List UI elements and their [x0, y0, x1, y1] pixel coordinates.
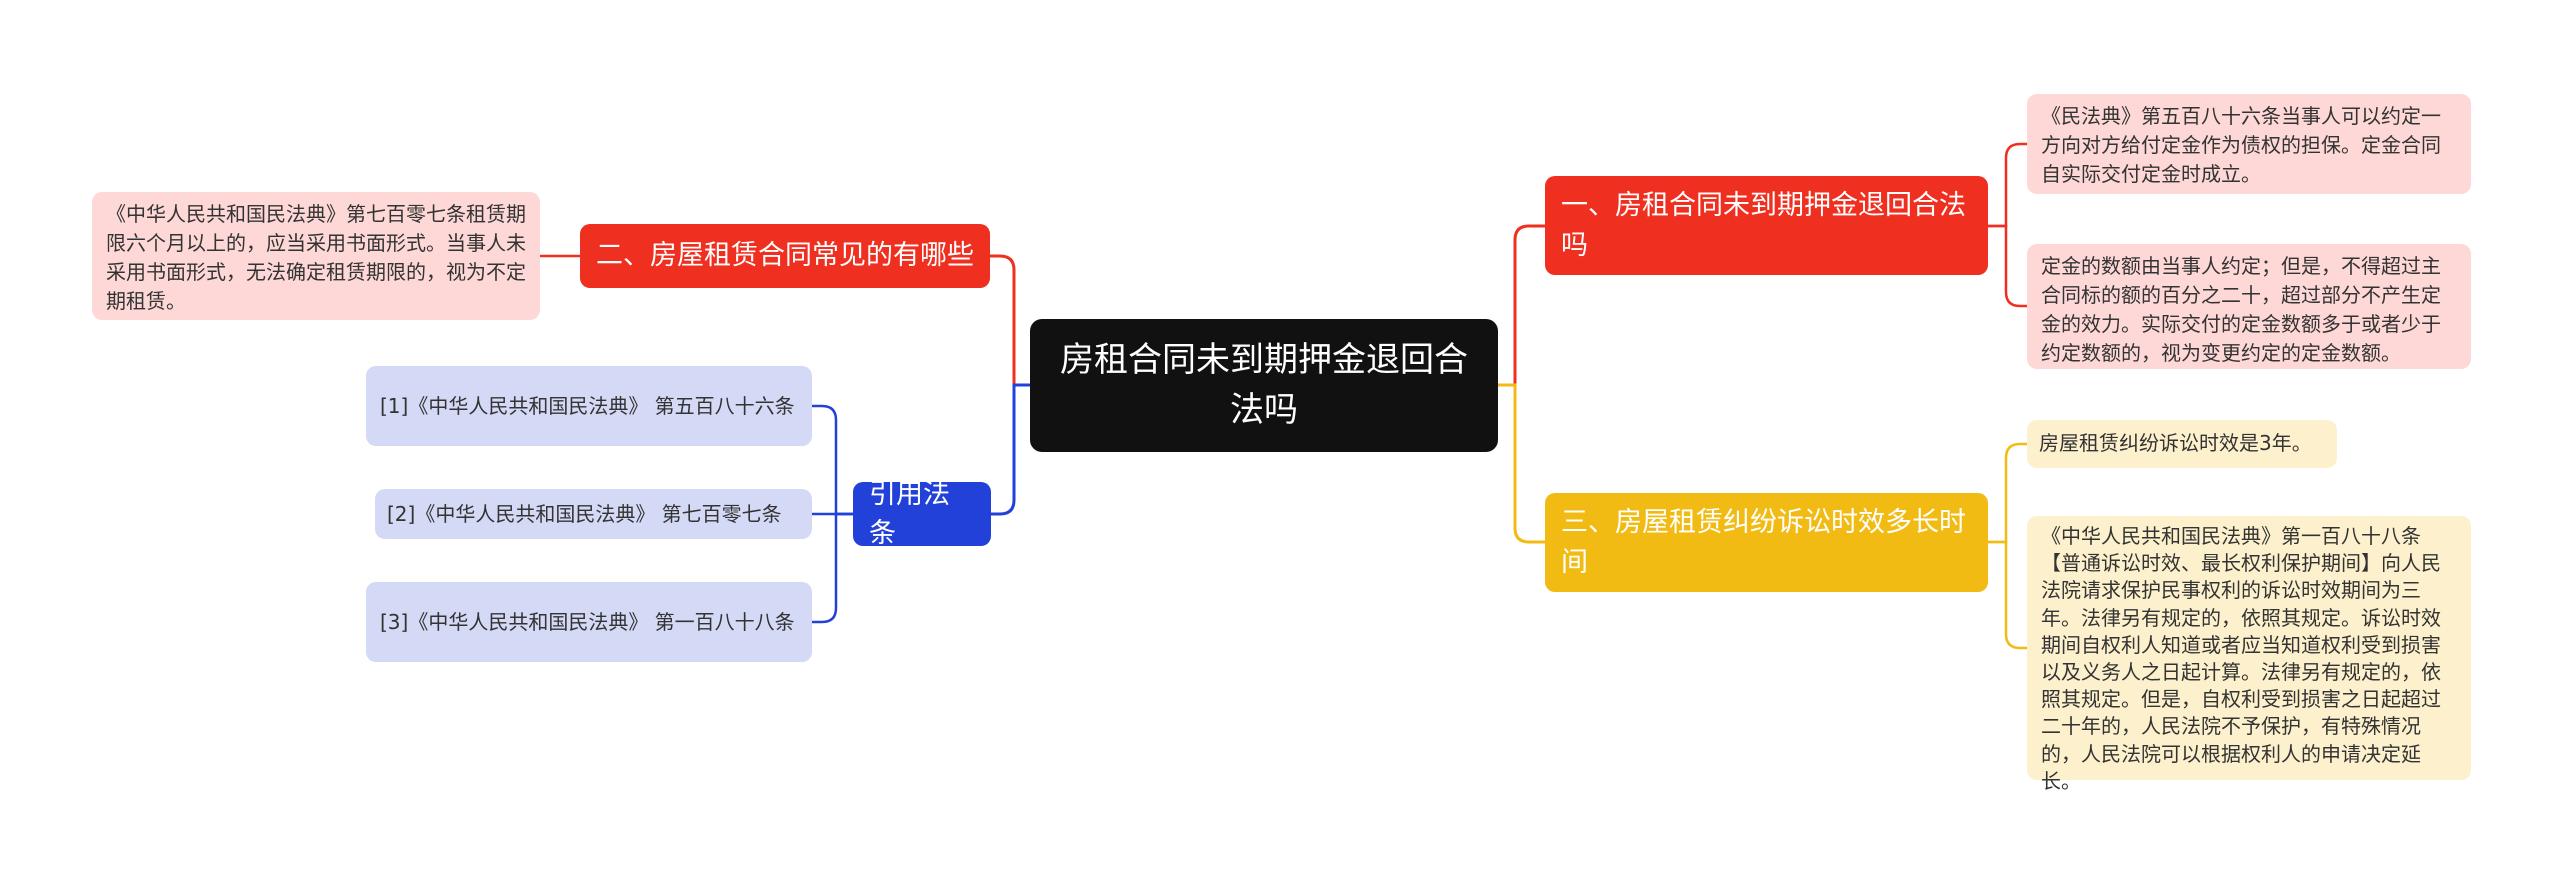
branch-topic-2-label: 二、房屋租赁合同常见的有哪些	[596, 240, 974, 272]
connector-root-b4	[990, 383, 1030, 516]
connector-b4-leaf3	[812, 512, 853, 624]
branch-topic-4[interactable]: 引用法条	[853, 479, 991, 549]
connector-root-b1	[1498, 224, 1545, 387]
leaf-text: 定金的数额由当事人约定；但是，不得超过主合同标的额的百分之二十，超过部分不产生定…	[2041, 254, 2441, 365]
branch-topic-2[interactable]: 二、房屋租赁合同常见的有哪些	[580, 224, 990, 288]
branch-3-leaf-2[interactable]: 《中华人民共和国民法典》第一百八十八条【普通诉讼时效、最长权利保护期间】向人民法…	[2027, 516, 2471, 793]
branch-1-leaf-2[interactable]: 定金的数额由当事人约定；但是，不得超过主合同标的额的百分之二十，超过部分不产生定…	[2027, 244, 2471, 369]
leaf-text: 《中华人民共和国民法典》第七百零七条租赁期限六个月以上的，应当采用书面形式。当事…	[106, 202, 526, 313]
leaf-text: 房屋租赁纠纷诉讼时效是3年。	[2039, 431, 2312, 455]
branch-1-leaf-1[interactable]: 《民法典》第五百八十六条当事人可以约定一方向对方给付定金作为债权的担保。定金合同…	[2027, 94, 2471, 194]
branch-4-leaf-2[interactable]: [2]《中华人民共和国民法典》 第七百零七条	[375, 489, 812, 539]
leaf-text: [2]《中华人民共和国民法典》 第七百零七条	[387, 501, 782, 526]
leaf-text: 《中华人民共和国民法典》第一百八十八条【普通诉讼时效、最长权利保护期间】向人民法…	[2041, 524, 2441, 793]
connector-root-b3	[1498, 383, 1545, 544]
connector-b1-leaf1	[1988, 142, 2027, 228]
connector-root-b2	[990, 254, 1030, 387]
branch-4-leaf-3[interactable]: [3]《中华人民共和国民法典》 第一百八十八条	[366, 582, 812, 662]
branch-topic-4-label: 引用法条	[869, 478, 950, 549]
connector-b1-leaf2	[1988, 224, 2027, 308]
branch-3-leaf-1[interactable]: 房屋租赁纠纷诉讼时效是3年。	[2027, 420, 2337, 468]
connector-b3-leaf2	[1988, 540, 2027, 650]
root-topic[interactable]: 房租合同未到期押金退回合法吗	[1030, 319, 1498, 452]
connector-b4-leaf1	[812, 404, 853, 516]
leaf-text: 《民法典》第五百八十六条当事人可以约定一方向对方给付定金作为债权的担保。定金合同…	[2041, 104, 2441, 186]
connector-b3-leaf1	[1988, 442, 2027, 544]
branch-topic-3-label: 三、房屋租赁纠纷诉讼时效多长时间	[1561, 507, 1966, 578]
branch-topic-1[interactable]: 一、房租合同未到期押金退回合法吗	[1545, 176, 1988, 275]
branch-4-leaf-1[interactable]: [1]《中华人民共和国民法典》 第五百八十六条	[366, 366, 812, 446]
branch-2-leaf-1[interactable]: 《中华人民共和国民法典》第七百零七条租赁期限六个月以上的，应当采用书面形式。当事…	[92, 192, 540, 320]
root-topic-label: 房租合同未到期押金退回合法吗	[1060, 340, 1468, 430]
branch-topic-3[interactable]: 三、房屋租赁纠纷诉讼时效多长时间	[1545, 493, 1988, 592]
branch-topic-1-label: 一、房租合同未到期押金退回合法吗	[1561, 190, 1966, 261]
leaf-text: [3]《中华人民共和国民法典》 第一百八十八条	[380, 609, 795, 634]
leaf-text: [1]《中华人民共和国民法典》 第五百八十六条	[380, 393, 795, 418]
